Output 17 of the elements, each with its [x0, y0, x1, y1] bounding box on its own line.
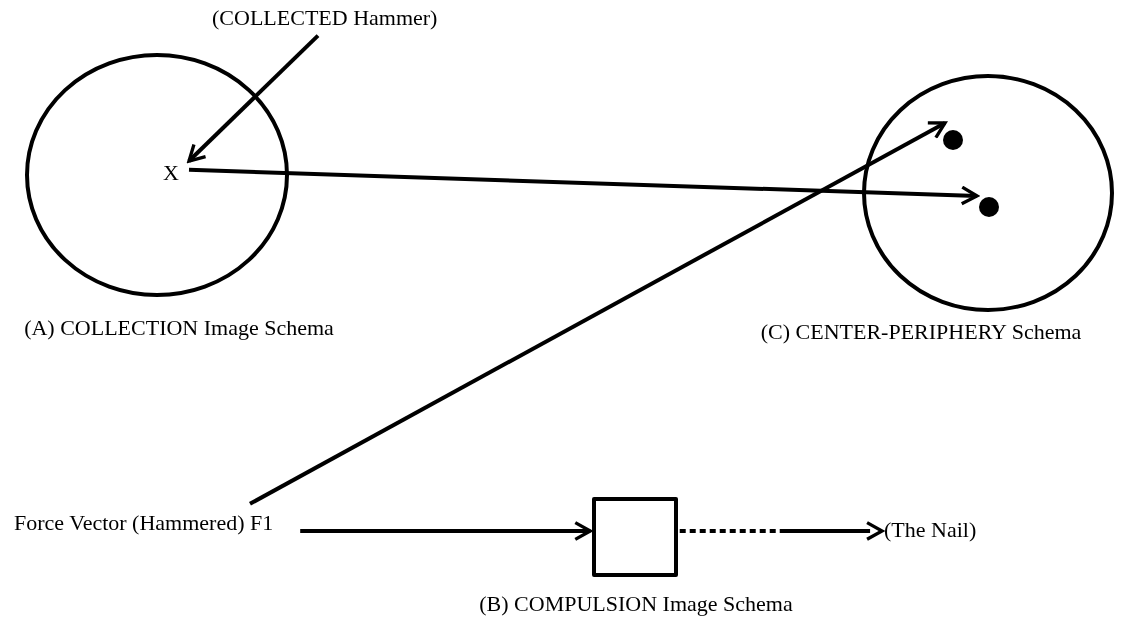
dot [979, 197, 999, 217]
arrow [249, 121, 947, 506]
text-label: Force Vector (Hammered) F1 [14, 507, 284, 539]
arrow [187, 34, 320, 163]
arrow [300, 521, 592, 541]
arrow [188, 167, 979, 206]
node-label: (C) CENTER-PERIPHERY Schema [759, 318, 1083, 346]
text-label: (The Nail) [884, 514, 980, 546]
node-label: (A) COLLECTION Image Schema [23, 314, 335, 342]
square-box [592, 497, 678, 577]
dot [943, 130, 963, 150]
circle [25, 53, 289, 297]
text-label: X [163, 157, 189, 189]
arrow [679, 520, 884, 541]
circle [862, 74, 1114, 312]
text-label: (COLLECTED Hammer) [212, 2, 468, 34]
node-label: (B) COMPULSION Image Schema [478, 590, 794, 618]
